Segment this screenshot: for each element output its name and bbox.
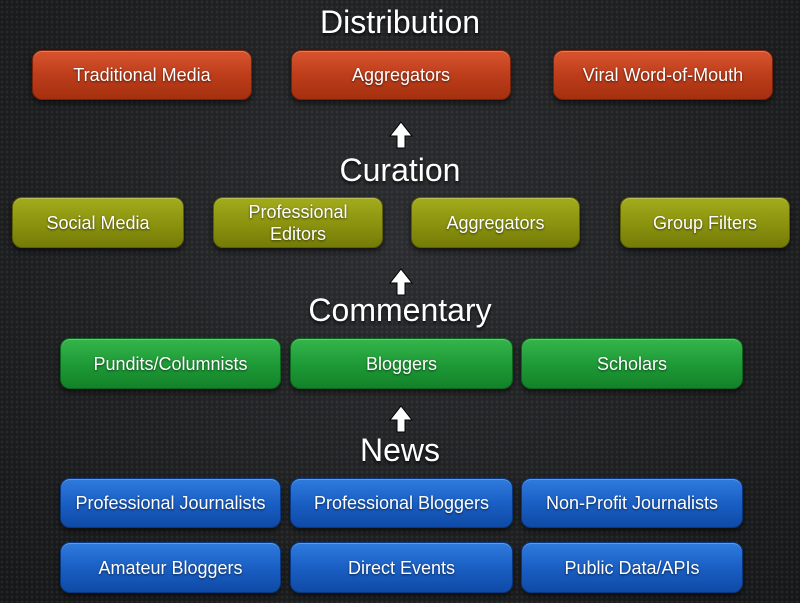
news-non-profit-journalists: Non-Profit Journalists [521, 478, 743, 528]
commentary-scholars: Scholars [521, 338, 743, 389]
news-heading: News [359, 432, 440, 468]
up-arrow-icon [388, 268, 414, 296]
commentary-bloggers: Bloggers [290, 338, 513, 389]
curation-social-media: Social Media [12, 197, 184, 248]
up-arrow-icon [388, 405, 414, 433]
news-professional-bloggers: Professional Bloggers [290, 478, 513, 528]
news-amateur-bloggers: Amateur Bloggers [60, 542, 281, 593]
distribution-traditional-media: Traditional Media [32, 50, 252, 100]
curation-group-filters: Group Filters [620, 197, 790, 248]
distribution-viral-word-of-mouth: Viral Word-of-Mouth [553, 50, 773, 100]
distribution-heading: Distribution [319, 4, 481, 40]
distribution-aggregators: Aggregators [291, 50, 511, 100]
news-direct-events: Direct Events [290, 542, 513, 593]
commentary-pundits-columnists: Pundits/Columnists [60, 338, 281, 389]
curation-professional-editors: Professional Editors [213, 197, 383, 248]
curation-heading: Curation [339, 152, 461, 188]
news-public-data-apis: Public Data/APIs [521, 542, 743, 593]
up-arrow-icon [388, 121, 414, 149]
commentary-heading: Commentary [308, 292, 492, 328]
curation-aggregators: Aggregators [411, 197, 580, 248]
news-professional-journalists: Professional Journalists [60, 478, 281, 528]
